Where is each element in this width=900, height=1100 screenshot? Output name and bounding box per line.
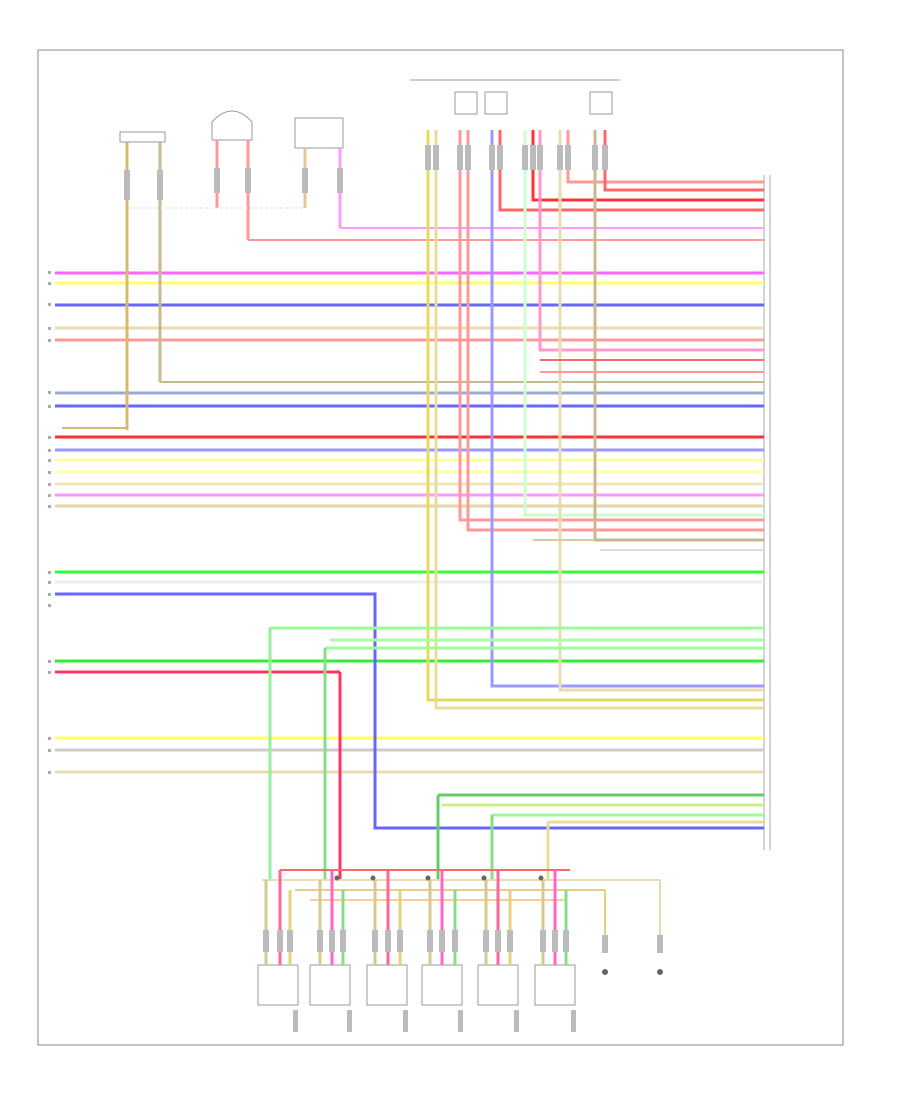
sensor-3-body <box>294 117 344 149</box>
injector-2 <box>309 964 351 1006</box>
injector-1 <box>257 964 299 1006</box>
injector-5 <box>477 964 519 1006</box>
top-right-connectors <box>410 79 764 710</box>
injectors <box>257 964 576 1006</box>
right-stub-wires <box>533 359 764 551</box>
top-left-sensors <box>62 110 764 430</box>
ecm-connector <box>763 175 771 850</box>
lower-routing-wires <box>55 592 764 880</box>
horizontal-wires <box>55 271 764 774</box>
left-row-ticks <box>48 271 51 774</box>
sensor-1-body <box>119 131 166 143</box>
diagram-frame <box>37 49 844 1046</box>
sensor-2-body <box>211 110 253 141</box>
injector-wire-pins <box>263 870 663 1032</box>
injector-3 <box>366 964 408 1006</box>
injector-6 <box>534 964 576 1006</box>
bottom-harness <box>262 869 661 940</box>
injector-4 <box>421 964 463 1006</box>
